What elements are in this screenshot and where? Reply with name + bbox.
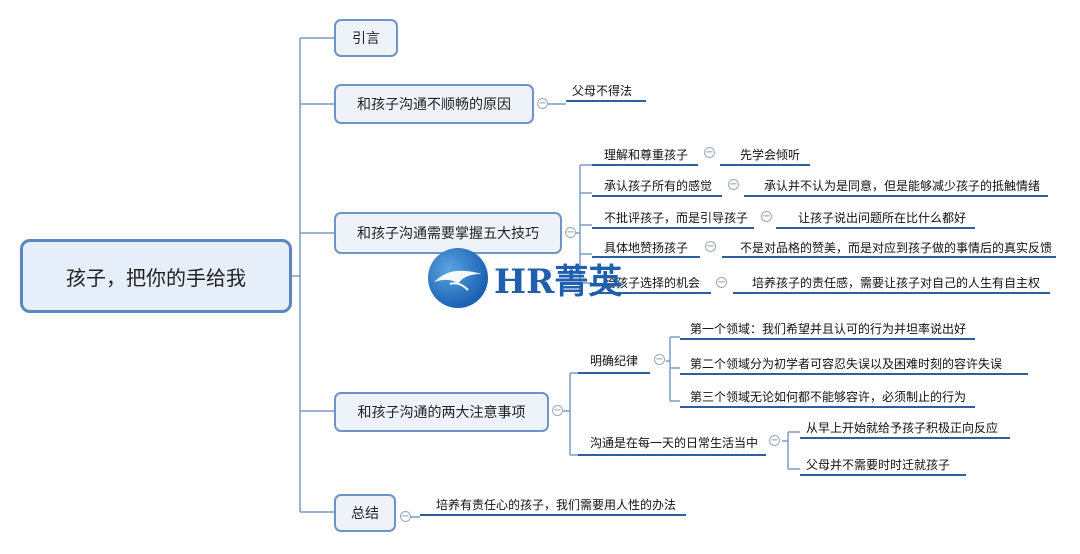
collapse-toggle-icon[interactable]: − xyxy=(761,211,772,222)
collapse-toggle-icon[interactable]: − xyxy=(769,435,780,446)
collapse-toggle-icon[interactable]: − xyxy=(654,354,665,365)
branch-attention[interactable]: 和孩子沟通的两大注意事项 xyxy=(334,392,549,432)
collapse-toggle-icon[interactable]: − xyxy=(552,405,563,416)
attention-group[interactable]: 沟通是在每一天的日常生活当中 xyxy=(590,436,759,450)
watermark-logo: HR菁英 xyxy=(428,248,622,308)
attention-detail[interactable]: 从早上开始就给予孩子积极正向反应 xyxy=(806,421,999,435)
collapse-toggle-icon[interactable]: − xyxy=(537,98,548,109)
leaf-summary[interactable]: 培养有责任心的孩子，我们需要用人性的办法 xyxy=(436,498,677,512)
collapse-toggle-icon[interactable]: − xyxy=(704,147,715,158)
collapse-toggle-icon[interactable]: − xyxy=(565,227,576,238)
branch-reason-label: 和孩子沟通不顺畅的原因 xyxy=(357,97,511,113)
branch-attention-label: 和孩子沟通的两大注意事项 xyxy=(357,405,526,421)
watermark-text: HR菁英 xyxy=(494,261,623,302)
collapse-toggle-icon[interactable]: − xyxy=(728,179,739,190)
eagle-globe-icon xyxy=(428,248,488,308)
skill-detail[interactable]: 先学会倾听 xyxy=(740,148,801,162)
branch-summary[interactable]: 总结 xyxy=(334,494,396,532)
skill-item[interactable]: 不批评孩子，而是引导孩子 xyxy=(604,211,749,225)
collapse-toggle-icon[interactable]: − xyxy=(400,511,411,522)
attention-detail[interactable]: 第三个领域无论如何都不能够容许，必须制止的行为 xyxy=(690,390,967,404)
skill-item[interactable]: 承认孩子所有的感觉 xyxy=(604,179,713,193)
branch-intro[interactable]: 引言 xyxy=(334,19,398,57)
attention-detail[interactable]: 第二个领域分为初学者可容忍失误以及困难时刻的容许失误 xyxy=(690,357,1003,371)
skill-detail[interactable]: 不是对品格的赞美，而是对应到孩子做的事情后的真实反馈 xyxy=(740,241,1053,255)
skill-detail[interactable]: 承认并不认为是同意，但是能够减少孩子的抵触情绪 xyxy=(764,179,1041,193)
skill-item[interactable]: 理解和尊重孩子 xyxy=(604,148,689,162)
branch-skills-label: 和孩子沟通需要掌握五大技巧 xyxy=(357,226,539,242)
branch-reason[interactable]: 和孩子沟通不顺畅的原因 xyxy=(334,84,534,124)
attention-group[interactable]: 明确纪律 xyxy=(590,354,639,368)
attention-detail[interactable]: 第一个领域：我们希望并且认可的行为并坦率说出好 xyxy=(690,322,967,336)
skill-detail[interactable]: 培养孩子的责任感，需要让孩子对自己的人生有自主权 xyxy=(752,276,1041,290)
skill-item[interactable]: 给孩子选择的机会 xyxy=(604,276,701,290)
branch-summary-label: 总结 xyxy=(351,506,379,522)
branch-intro-label: 引言 xyxy=(352,31,380,47)
skill-detail[interactable]: 让孩子说出问题所在比什么都好 xyxy=(798,211,967,225)
collapse-toggle-icon[interactable]: − xyxy=(716,277,727,288)
skill-item[interactable]: 具体地赞扬孩子 xyxy=(604,241,689,255)
root-node[interactable]: 孩子，把你的手给我 xyxy=(20,239,292,313)
collapse-toggle-icon[interactable]: − xyxy=(705,241,716,252)
root-label: 孩子，把你的手给我 xyxy=(66,265,246,290)
attention-detail[interactable]: 父母并不需要时时迁就孩子 xyxy=(806,458,951,472)
leaf-reason[interactable]: 父母不得法 xyxy=(572,84,633,98)
